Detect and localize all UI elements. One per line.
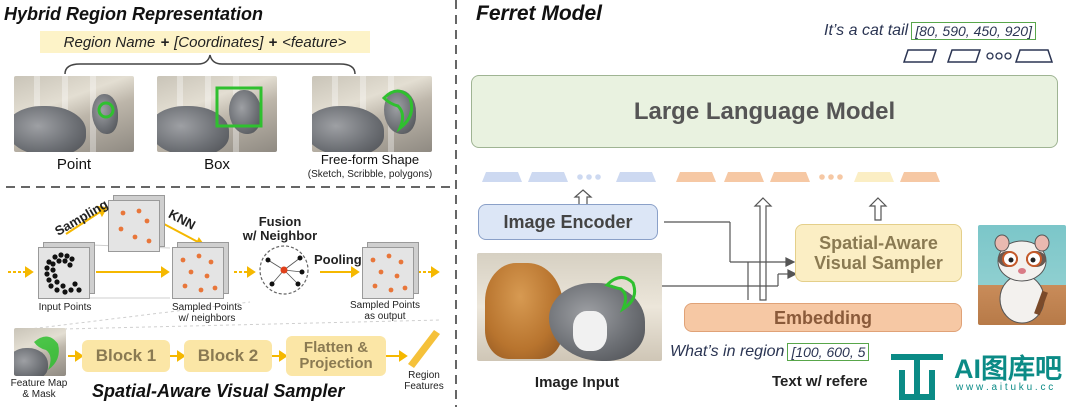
watermark-logo-icon [888,349,946,405]
point-label: Point [56,156,92,173]
formula-plus-1: + [160,33,170,51]
region-formula: Region Name + [Coordinates] + <feature> [40,31,370,53]
sampler-flow-graphics [8,205,441,368]
ferret-mascot [978,225,1066,325]
freeform-example-photo [312,76,432,152]
formula-region-name: Region Name [63,33,156,51]
box-example-photo [157,76,277,152]
image-input-photo [477,253,662,361]
input-points-label: Input Points [38,302,92,313]
formula-feature: <feature> [282,33,347,51]
watermark-text: AI图库吧 [954,354,1062,384]
block-1: Block 1 [82,340,170,372]
freeform-sublabel: (Sketch, Scribble, polygons) [307,169,433,180]
query-text: What’s in region [670,343,785,360]
sampled-points-cube-top [108,200,160,252]
box-label: Box [204,156,230,173]
embedding: Embedding [684,303,962,332]
output-tokens [902,49,1054,63]
output-points-label: Sampled Points as output [349,300,421,322]
flatten-projection-block: Flatten & Projection [286,336,386,376]
freeform-label: Free-form Shape [320,152,420,167]
fusion-label: Fusion w/ Neighbor [242,214,318,243]
formula-plus-2: + [268,33,278,51]
query-sentence: What’s in region [100, 600, 5 [670,343,870,361]
output-points-cube [362,247,414,299]
pooling-label: Pooling [314,252,362,267]
large-language-model: Large Language Model [471,75,1058,148]
ferret-model-title: Ferret Model [476,2,603,25]
output-text: It’s a cat tail [824,22,909,39]
feature-map-label: Feature Map & Mask [10,378,68,400]
text-input-label: Text w/ refere [772,373,868,390]
feature-map-thumbnail [14,328,66,376]
watermark-url: w w w . a i t u k u . c c [956,382,1054,393]
output-sentence: It’s a cat tail [80, 590, 450, 920] [824,22,1036,40]
sampled-neighbors-cube [172,247,224,299]
model-connectors [482,172,940,301]
sampled-neighbors-label: Sampled Points w/ neighbors [171,302,243,324]
formula-brace [64,54,356,75]
sampler-title: Spatial-Aware Visual Sampler [92,381,345,401]
image-input-label: Image Input [534,374,620,391]
image-encoder: Image Encoder [478,204,658,240]
output-coordinates: [80, 590, 450, 920] [911,22,1036,40]
formula-coordinates: [Coordinates] [174,33,264,51]
point-example-photo [14,76,134,152]
hybrid-region-title: Hybrid Region Representation [4,4,264,24]
region-features-label: Region Features [404,370,444,392]
block-2: Block 2 [184,340,272,372]
input-points-cube [38,247,90,299]
spatial-aware-visual-sampler: Spatial-Aware Visual Sampler [795,224,962,282]
query-coordinates: [100, 600, 5 [787,343,870,361]
